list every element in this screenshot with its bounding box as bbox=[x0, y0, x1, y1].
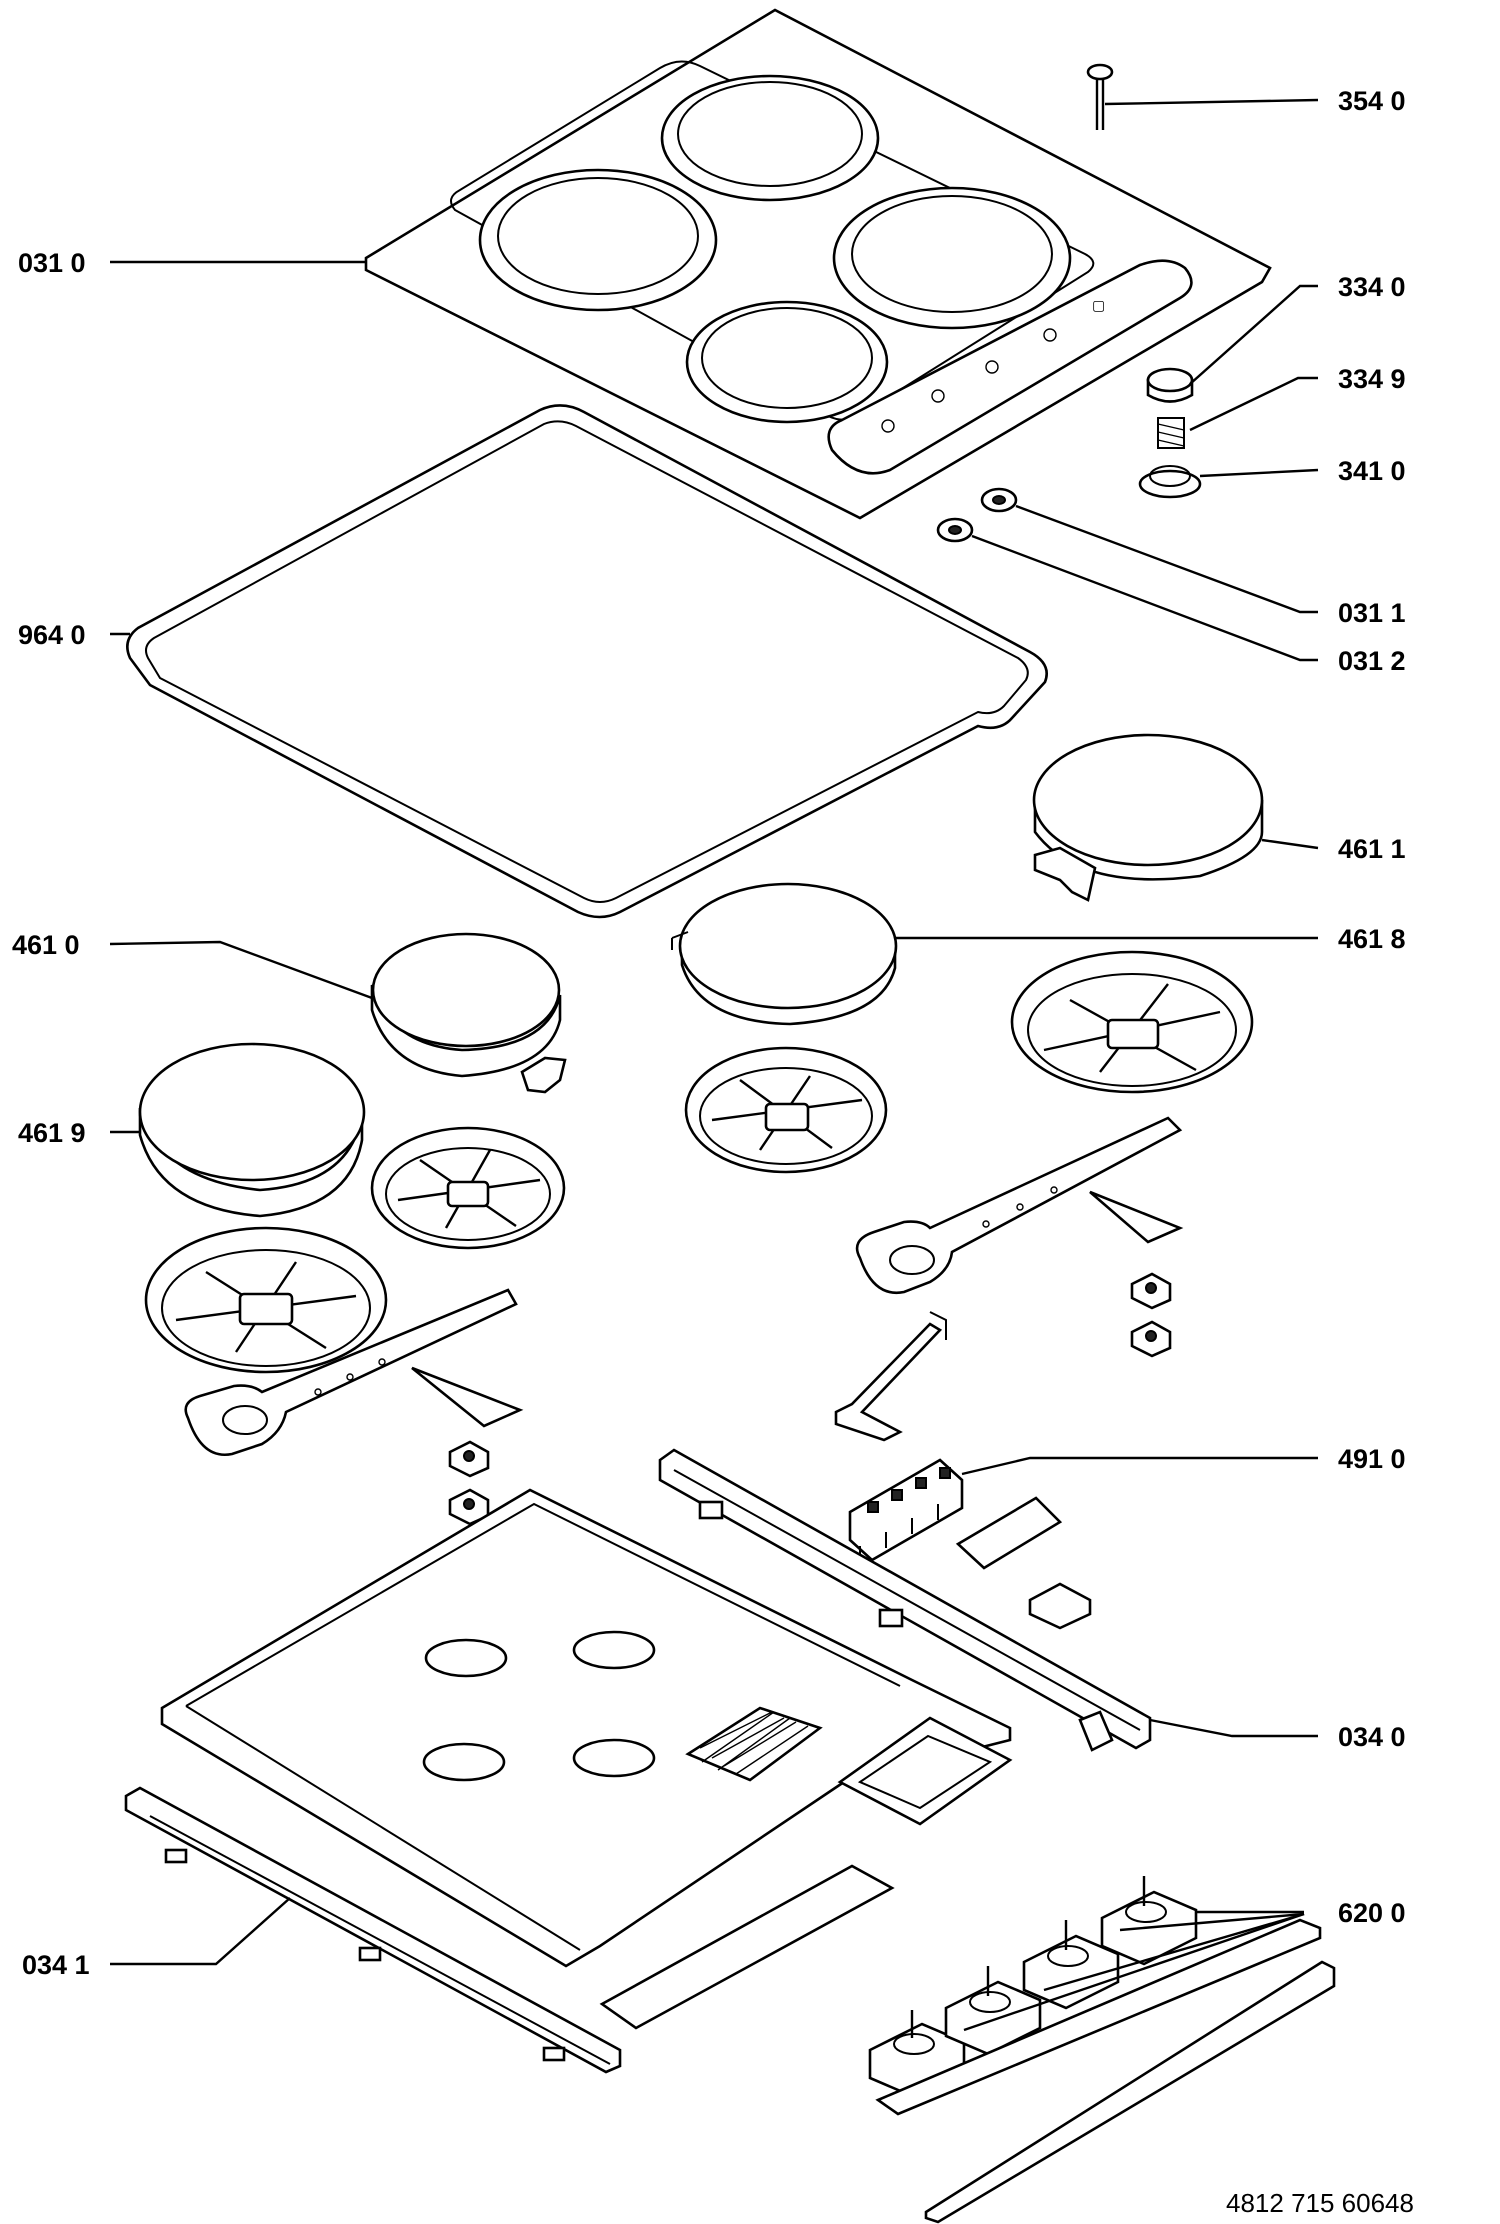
label-461-1: 461 1 bbox=[1338, 834, 1406, 864]
support-ring-small-left bbox=[370, 1126, 566, 1250]
hob-hotplate-front bbox=[685, 300, 889, 424]
z-bracket bbox=[834, 1311, 947, 1442]
hob-top-plate bbox=[364, 8, 1272, 520]
label-461-0: 461 0 bbox=[12, 930, 80, 960]
leader-lines bbox=[109, 98, 1319, 2032]
support-ring-right bbox=[1010, 950, 1254, 1094]
switch-mounting-bar bbox=[875, 1918, 1322, 2116]
bracket-left bbox=[184, 1288, 518, 1457]
nut-left-1 bbox=[448, 1440, 490, 1478]
switch-2 bbox=[944, 1966, 1042, 2056]
nut-left-2 bbox=[448, 1488, 490, 1526]
small-clip bbox=[1028, 1582, 1092, 1630]
part-334-0-knob-cap bbox=[1146, 367, 1194, 403]
control-strip: ▢ bbox=[827, 259, 1193, 475]
label-034-1: 034 1 bbox=[22, 1950, 90, 1980]
front-rail bbox=[658, 1448, 1152, 1752]
label-031-0: 031 0 bbox=[18, 248, 86, 278]
triangle-plate-left bbox=[411, 1366, 524, 1428]
support-ring-large-left bbox=[144, 1226, 388, 1374]
part-031-washer-1 bbox=[980, 487, 1018, 513]
bracket-right bbox=[855, 1116, 1183, 1295]
hotplate-461-9 bbox=[138, 1042, 366, 1218]
base-tray bbox=[160, 1488, 1013, 1968]
label-620-0: 620 0 bbox=[1338, 1898, 1406, 1928]
triangle-plate-right bbox=[1089, 1190, 1184, 1244]
hob-hotplate-left bbox=[478, 168, 718, 312]
part-341-0-bushing bbox=[1138, 465, 1202, 499]
part-354-pin bbox=[1086, 63, 1114, 130]
part-334-9-spring bbox=[1157, 417, 1185, 449]
hotplate-461-1 bbox=[1032, 733, 1264, 902]
label-plate bbox=[955, 1496, 1063, 1570]
label-031-2: 031 2 bbox=[1338, 646, 1406, 676]
label-461-9: 461 9 bbox=[18, 1118, 86, 1148]
part-031-washer-2 bbox=[936, 517, 974, 543]
label-031-1: 031 1 bbox=[1338, 598, 1406, 628]
label-341-0: 341 0 bbox=[1338, 456, 1406, 486]
front-cover-strip bbox=[124, 1786, 622, 2074]
hob-hotplate-right bbox=[832, 186, 1072, 330]
label-034-0: 034 0 bbox=[1338, 1722, 1406, 1752]
hotplate-461-8 bbox=[671, 882, 898, 1026]
support-ring-center bbox=[684, 1046, 888, 1174]
label-491-0: 491 0 bbox=[1338, 1444, 1406, 1474]
bottom-shield-plate bbox=[599, 1864, 895, 2030]
label-334-9: 334 9 bbox=[1338, 364, 1406, 394]
label-461-8: 461 8 bbox=[1338, 924, 1406, 954]
nut-right-2 bbox=[1130, 1320, 1172, 1358]
hotplate-461-0 bbox=[370, 932, 567, 1094]
svg-text:▢: ▢ bbox=[1092, 298, 1105, 314]
gasket-seal bbox=[126, 404, 1048, 919]
document-number: 4812 715 60648 bbox=[1226, 2188, 1414, 2218]
trim-strip bbox=[924, 1960, 1336, 2224]
hob-hotplate-top bbox=[660, 74, 880, 202]
nut-right-1 bbox=[1130, 1272, 1172, 1310]
label-354-0: 354 0 bbox=[1338, 86, 1406, 116]
label-334-0: 334 0 bbox=[1338, 272, 1406, 302]
terminal-block bbox=[848, 1458, 964, 1562]
label-964-0: 964 0 bbox=[18, 620, 86, 650]
